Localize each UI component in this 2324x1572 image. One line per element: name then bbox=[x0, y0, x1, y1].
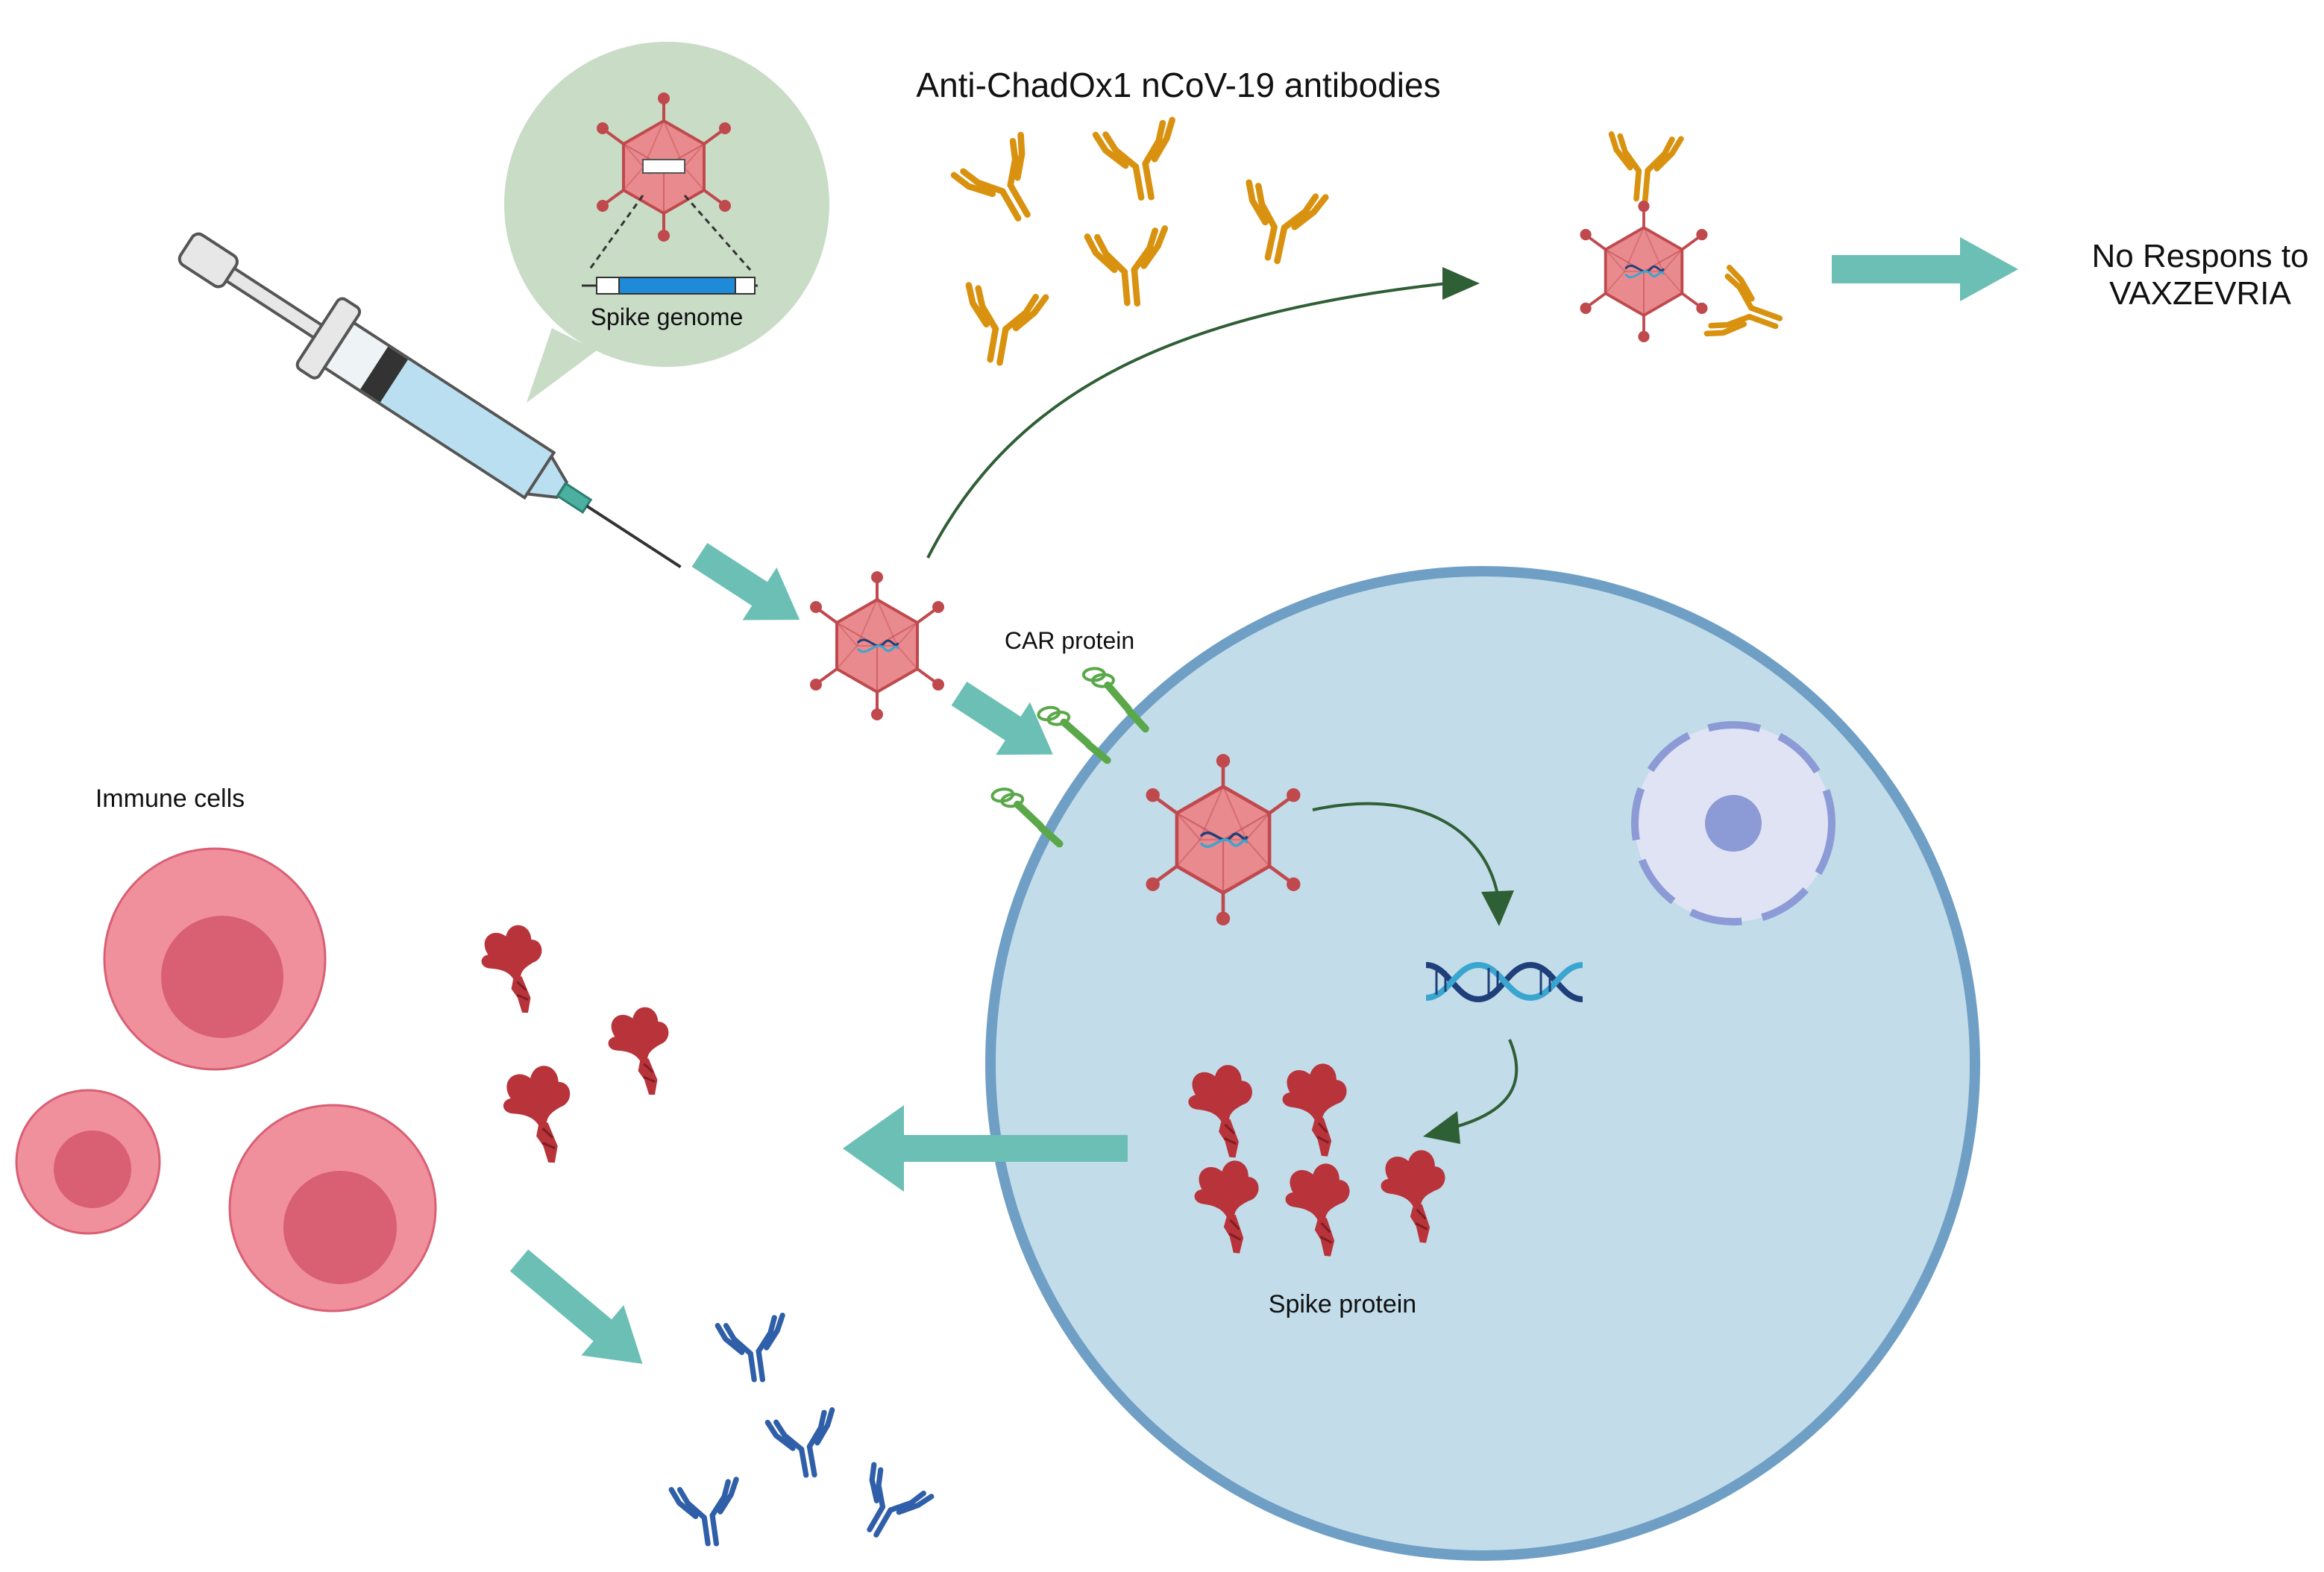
no-response-label-line2: VAXZEVRIA bbox=[2109, 275, 2291, 312]
teal-arrow-syringe-to-virus bbox=[691, 543, 800, 620]
antibody-icon bbox=[1706, 268, 1790, 356]
antibody-icon bbox=[953, 135, 1057, 236]
car-protein-label: CAR protein bbox=[1005, 627, 1134, 654]
spike-protein-icon bbox=[495, 1060, 585, 1172]
curved-arrow-to-spike bbox=[1423, 1039, 1519, 1144]
curved-arrow-to-dna bbox=[1312, 802, 1514, 926]
spike-protein-icon bbox=[601, 1002, 682, 1104]
antibody-group-blue bbox=[671, 1315, 932, 1550]
no-response-label-line1: No Respons to bbox=[2091, 238, 2308, 274]
antibody-icon bbox=[1096, 120, 1185, 205]
dna-icon bbox=[1425, 961, 1583, 1003]
teal-arrow-spike-release bbox=[843, 1105, 1128, 1192]
genome-bar bbox=[582, 277, 758, 295]
teal-arrow-to-blue-antibodies bbox=[509, 1249, 643, 1364]
antibodies-title: Anti-ChadOx1 nCoV-19 antibodies bbox=[916, 66, 1440, 104]
syringe-icon bbox=[178, 232, 682, 568]
spike-protein-group-released bbox=[474, 919, 682, 1172]
immune-cells-label: Immune cells bbox=[95, 785, 245, 813]
spike-genome-label: Spike genome bbox=[591, 304, 744, 330]
antibody-icon bbox=[717, 1315, 791, 1385]
teal-arrow-virus-to-car bbox=[951, 682, 1053, 755]
curved-arrow-to-antibodies bbox=[926, 267, 1480, 559]
antibody-icon bbox=[1606, 133, 1681, 204]
nucleus-icon bbox=[1631, 721, 1835, 925]
antibody-icon bbox=[767, 1410, 843, 1482]
immune-cell-icon bbox=[228, 1104, 437, 1312]
teal-arrow-response bbox=[1832, 237, 2018, 301]
neutralized-virus-icon bbox=[1578, 199, 1709, 344]
immune-cell-icon bbox=[103, 847, 327, 1071]
immune-cell-group bbox=[15, 847, 437, 1312]
spike-protein-label: Spike protein bbox=[1269, 1290, 1416, 1318]
antibody-icon bbox=[1087, 228, 1172, 307]
free-virus-icon bbox=[808, 570, 946, 722]
immune-cell-icon bbox=[15, 1089, 161, 1235]
antibody-icon bbox=[956, 284, 1046, 369]
antibody-icon bbox=[671, 1480, 745, 1549]
antibody-icon bbox=[1234, 181, 1325, 268]
antibody-icon bbox=[844, 1464, 932, 1550]
spike-protein-icon bbox=[474, 919, 556, 1022]
spike-genome-bubble: Spike genome bbox=[504, 42, 829, 403]
